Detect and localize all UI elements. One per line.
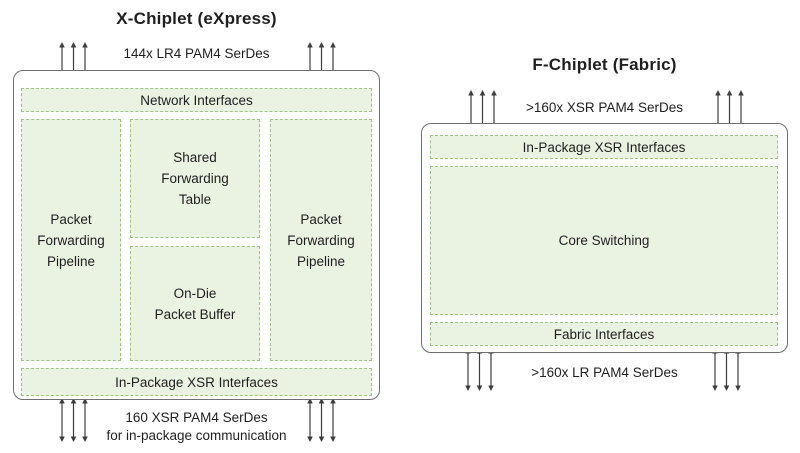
x-chiplet-xsr-interfaces-block: In-Package XSR Interfaces	[21, 368, 372, 396]
f-chiplet-bottom-serdes-label: >160x LR PAM4 SerDes	[531, 365, 678, 380]
x-chiplet-bottom-serdes-label: 160 XSR PAM4 SerDes for in-package commu…	[13, 409, 380, 445]
network-interfaces-label: Network Interfaces	[140, 92, 253, 108]
on-die-packet-buffer-block: On-Die Packet Buffer	[130, 246, 260, 361]
f-chiplet-title: F-Chiplet (Fabric)	[532, 55, 677, 74]
shared-forwarding-table-label: Shared Forwarding Table	[161, 150, 229, 207]
f-chiplet-xsr-interfaces-block: In-Package XSR Interfaces	[430, 135, 778, 159]
packet-forwarding-pipeline-right-block: Packet Forwarding Pipeline	[270, 119, 372, 361]
shared-forwarding-table-block: Shared Forwarding Table	[130, 119, 260, 238]
x-chiplet-top-serdes-label: 144x LR4 PAM4 SerDes	[123, 46, 270, 61]
packet-forwarding-pipeline-right-label: Packet Forwarding Pipeline	[287, 211, 355, 269]
packet-forwarding-pipeline-left-label: Packet Forwarding Pipeline	[37, 211, 105, 269]
core-switching-label: Core Switching	[558, 233, 650, 248]
f-chiplet-top-serdes-label: >160x XSR PAM4 SerDes	[526, 100, 683, 115]
fabric-interfaces-label: Fabric Interfaces	[553, 326, 655, 342]
x-chiplet-bottom-serdes-label-line2: for in-package communication	[106, 428, 287, 443]
x-chiplet-title: X-Chiplet (eXpress)	[116, 9, 277, 28]
on-die-packet-buffer-label: On-Die Packet Buffer	[154, 285, 236, 322]
x-chiplet-bottom-serdes-label-line1: 160 XSR PAM4 SerDes	[125, 410, 268, 425]
core-switching-block: Core Switching	[430, 166, 778, 315]
x-chiplet-xsr-interfaces-label: In-Package XSR Interfaces	[115, 374, 278, 390]
fabric-interfaces-block: Fabric Interfaces	[430, 322, 778, 346]
network-interfaces-block: Network Interfaces	[21, 88, 372, 112]
f-chiplet-xsr-interfaces-label: In-Package XSR Interfaces	[522, 139, 686, 155]
packet-forwarding-pipeline-left-block: Packet Forwarding Pipeline	[21, 119, 121, 361]
